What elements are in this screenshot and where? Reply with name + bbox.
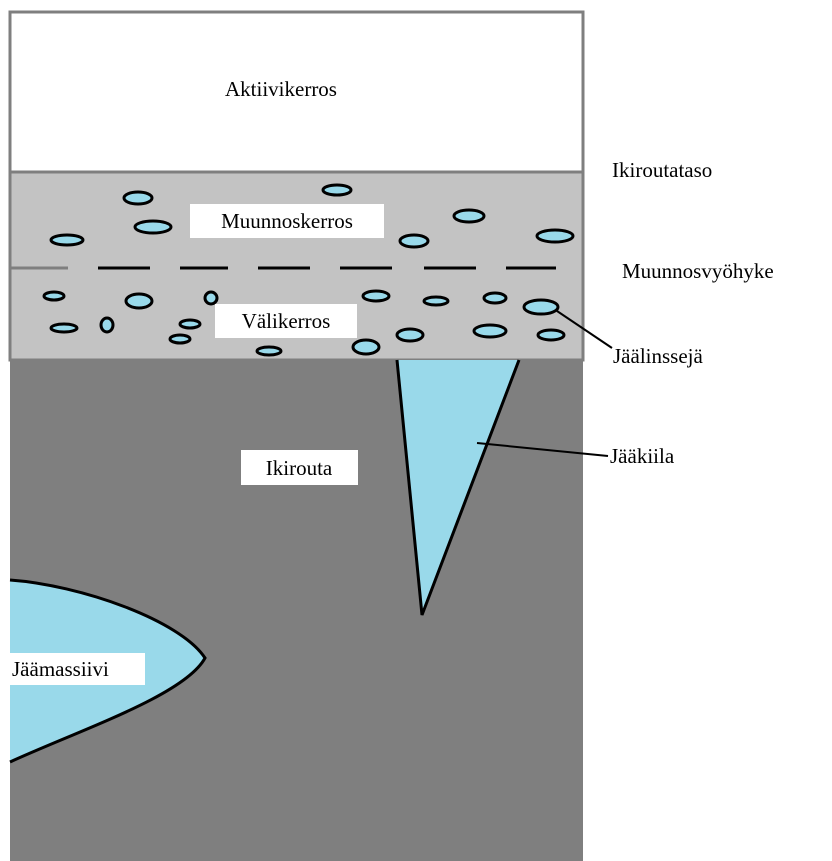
ice-lens — [205, 292, 217, 304]
permafrost-table-label: Ikiroutataso — [612, 158, 712, 182]
ice-lens — [170, 335, 190, 343]
massive-ice-label: Jäämassiivi — [12, 657, 109, 681]
ice-lens — [454, 210, 484, 222]
ice-lens — [537, 230, 573, 242]
ice-lens — [363, 291, 389, 301]
permafrost-label: Ikirouta — [266, 456, 333, 480]
ice-lens — [484, 293, 506, 303]
ice-lens — [126, 294, 152, 308]
ice-lens — [51, 324, 77, 332]
ice-lens — [323, 185, 351, 195]
ice-lens — [51, 235, 83, 245]
ice-lens — [44, 292, 64, 300]
ice-lens — [524, 300, 558, 314]
ice-lens — [124, 192, 152, 204]
ice-lens — [474, 325, 506, 337]
ice-lens — [101, 318, 113, 332]
ice-lens — [400, 235, 428, 247]
active-layer-label: Aktiivikerros — [225, 77, 337, 101]
ice-lens — [257, 347, 281, 355]
ice-lenses-label: Jäälinssejä — [613, 344, 703, 368]
ice-lens — [538, 330, 564, 340]
ice-lens — [424, 297, 448, 305]
ice-lens — [397, 329, 423, 341]
transition-zone-label: Muunnosvyöhyke — [622, 259, 774, 283]
ice-lens — [353, 340, 379, 354]
transition-layer-label: Muunnoskerros — [221, 209, 353, 233]
ice-wedge-label: Jääkiila — [610, 444, 675, 468]
ice-lens — [135, 221, 171, 233]
intermediate-layer-label: Välikerros — [242, 309, 331, 333]
ice-lens — [180, 320, 200, 328]
